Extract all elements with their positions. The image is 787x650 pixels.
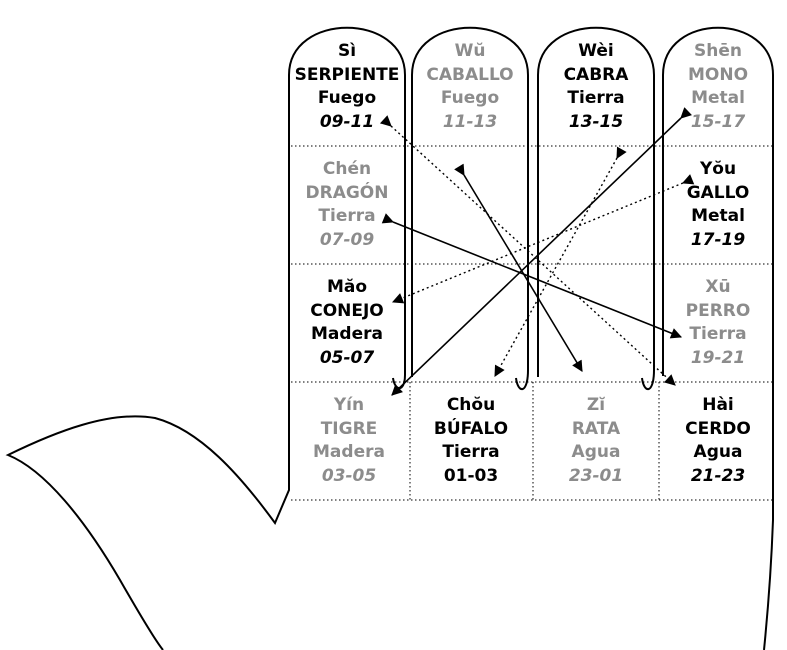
cell-mao-element: Madera <box>311 324 383 344</box>
arrow-wu-zi <box>454 163 583 372</box>
cell-yin-element: Madera <box>313 442 385 462</box>
cell-si-animal: SERPIENTE <box>294 64 400 85</box>
cell-chen-hours: 07-09 <box>319 229 375 250</box>
cell-wei-element: Tierra <box>567 88 625 108</box>
connections <box>379 107 695 396</box>
cell-wu: Wŭ CABALLO Fuego 11-13 <box>409 28 531 146</box>
cell-chou-animal: BÚFALO <box>433 418 509 439</box>
cell-chen-animal: DRAGÓN <box>305 182 389 203</box>
cell-wu-animal: CABALLO <box>426 64 514 85</box>
arrow-you-mao <box>391 174 695 304</box>
cell-zi-pinyin: Zĭ <box>586 395 606 415</box>
arrow-wei-chou <box>494 146 627 377</box>
cell-chou: Chŏu BÚFALO Tierra 01-03 <box>410 382 532 500</box>
cell-mao: Măo CONEJO Madera 05-07 <box>286 264 408 382</box>
cell-yin: Yín TIGRE Madera 03-05 <box>288 382 410 500</box>
cell-you-element: Metal <box>691 206 745 226</box>
cell-shen-animal: MONO <box>687 64 749 85</box>
cell-wu-element: Fuego <box>440 88 500 108</box>
cell-chen: Chén DRAGÓN Tierra 07-09 <box>286 146 408 264</box>
cell-yin-animal: TIGRE <box>320 418 378 439</box>
cell-yin-pinyin: Yín <box>333 395 365 415</box>
cell-xu: Xū PERRO Tierra 19-21 <box>657 264 779 382</box>
cell-you-pinyin: Yŏu <box>699 159 737 179</box>
cell-xu-element: Tierra <box>689 324 747 344</box>
cell-wei: Wèi CABRA Tierra 13-15 <box>535 28 657 146</box>
cell-hai-element: Agua <box>693 442 743 462</box>
cell-yin-hours: 03-05 <box>321 465 377 486</box>
cell-zi-animal: RATA <box>571 418 621 439</box>
cell-chen-element: Tierra <box>318 206 376 226</box>
cell-hai: Hài CERDO Agua 21-23 <box>657 382 779 500</box>
arrow-shen-yin <box>391 107 692 396</box>
cell-xu-pinyin: Xū <box>705 277 731 297</box>
cell-wei-hours: 13-15 <box>568 111 624 132</box>
cell-shen: Shēn MONO Metal 15-17 <box>657 28 779 146</box>
cell-shen-hours: 15-17 <box>690 111 746 132</box>
cell-si-element: Fuego <box>317 88 377 108</box>
finger-little <box>662 26 774 380</box>
cell-si-hours: 09-11 <box>319 111 375 132</box>
cell-wu-hours: 11-13 <box>442 111 498 132</box>
cell-si: Sì SERPIENTE Fuego 09-11 <box>286 28 408 146</box>
cell-mao-pinyin: Măo <box>326 277 368 297</box>
cell-hai-animal: CERDO <box>685 418 751 439</box>
cell-xu-hours: 19-21 <box>690 347 746 368</box>
cell-si-pinyin: Sì <box>337 41 357 61</box>
cell-you-hours: 17-19 <box>690 229 746 250</box>
cell-shen-element: Metal <box>691 88 745 108</box>
cell-mao-hours: 05-07 <box>319 347 375 368</box>
cell-wu-pinyin: Wŭ <box>454 41 486 61</box>
cell-zi: Zĭ RATA Agua 23-01 <box>535 382 657 500</box>
cell-wei-pinyin: Wèi <box>578 41 614 61</box>
cell-hai-hours: 21-23 <box>690 465 746 486</box>
cell-you-animal: GALLO <box>686 182 750 203</box>
cell-chou-element: Tierra <box>442 442 500 462</box>
cell-hai-pinyin: Hài <box>702 395 734 415</box>
cell-chou-hours: 01-03 <box>443 465 499 486</box>
cell-you: Yŏu GALLO Metal 17-19 <box>657 146 779 264</box>
cell-zi-element: Agua <box>571 442 621 462</box>
hand-outline <box>5 375 774 650</box>
cell-chen-pinyin: Chén <box>322 159 372 179</box>
cell-xu-animal: PERRO <box>685 300 751 321</box>
cell-zi-hours: 23-01 <box>568 465 624 486</box>
cell-shen-pinyin: Shēn <box>694 41 742 61</box>
cell-mao-animal: CONEJO <box>310 300 384 321</box>
cell-chou-pinyin: Chŏu <box>446 395 496 415</box>
cell-wei-animal: CABRA <box>563 64 629 85</box>
